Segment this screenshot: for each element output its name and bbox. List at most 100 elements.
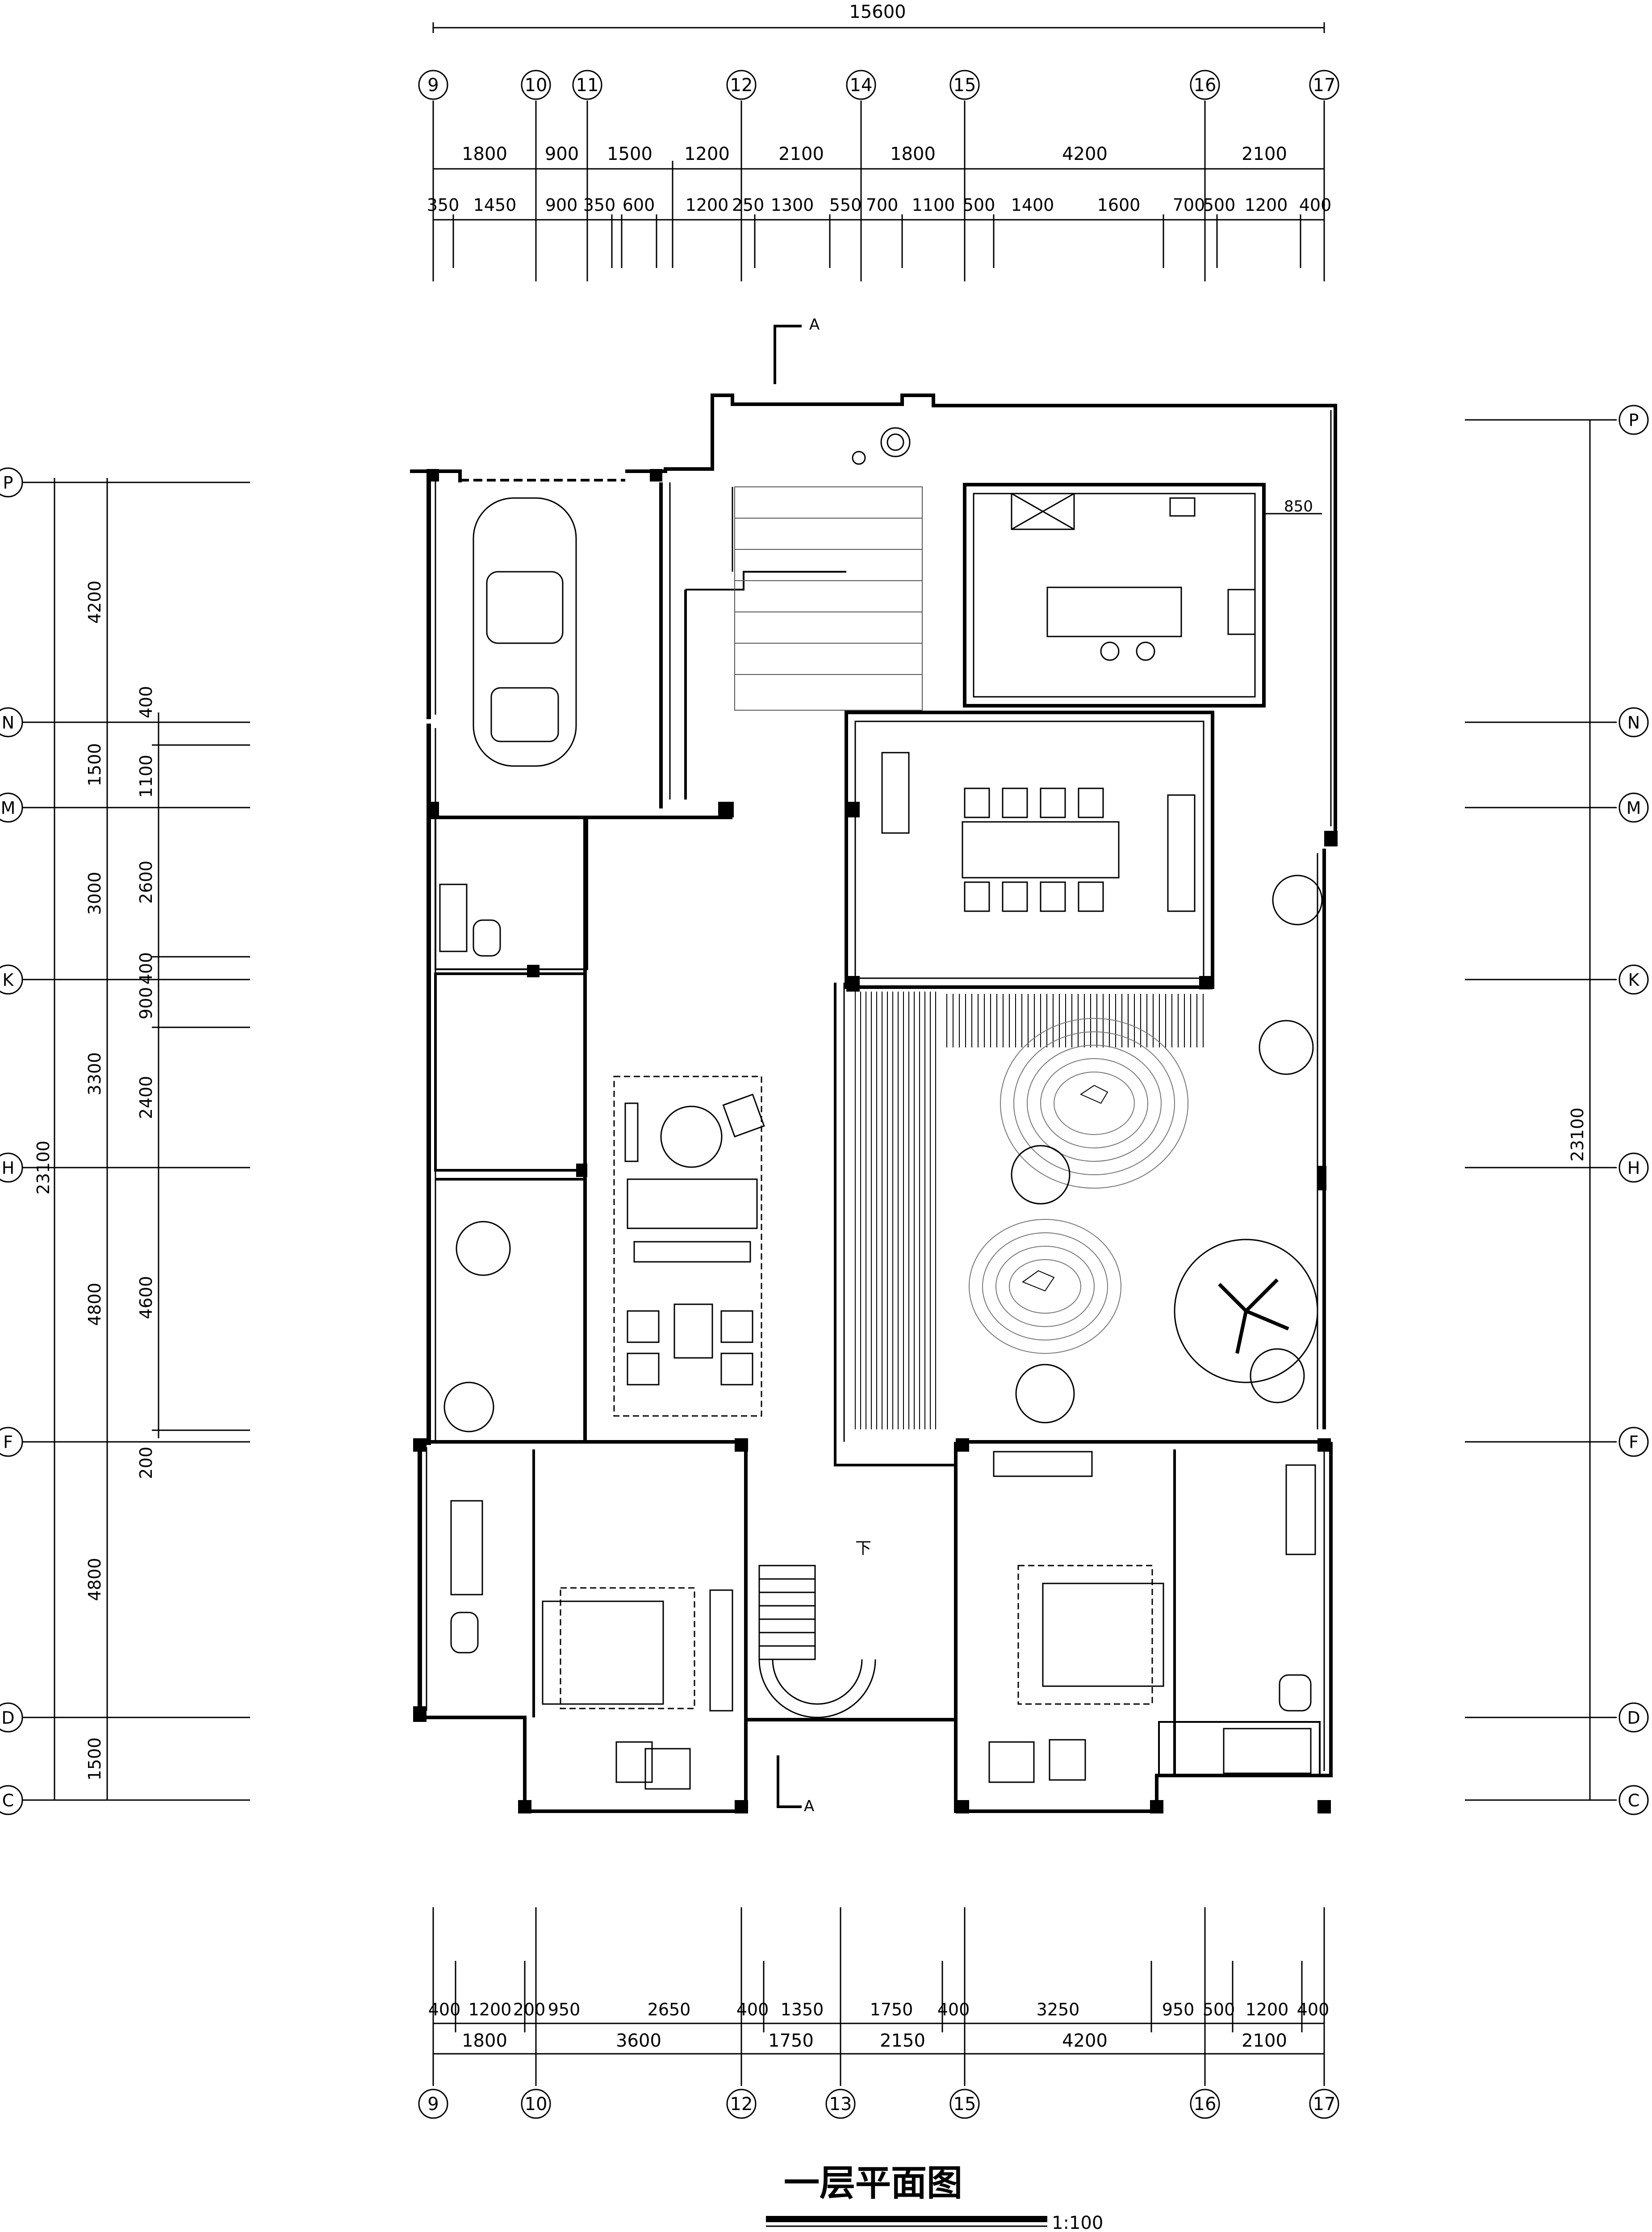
grid-axis-C-right: C: [1628, 1791, 1640, 1810]
drawing-scale: 1:100: [1052, 2213, 1103, 2232]
top-subdim-8: 1300: [771, 195, 814, 215]
bottom-dim-1: 1800: [462, 2031, 507, 2051]
grid-axis-11: 11: [576, 75, 599, 96]
left-inner-dim-7: 4600: [136, 1276, 156, 1319]
grid-axis-17: 17: [1313, 75, 1336, 96]
top-subdim-1: 350: [427, 195, 460, 215]
overall-width-label: 15600: [849, 2, 906, 22]
bottom-subdim-12: 500: [1203, 2000, 1235, 2019]
bottom-subdim-10: 3250: [1037, 2000, 1080, 2019]
grid-axis-15: 15: [954, 75, 976, 96]
left-outer-dim-7: 1500: [85, 1738, 105, 1781]
top-subdim-11: 1100: [912, 195, 955, 215]
bottom-dim-5: 4200: [1062, 2031, 1108, 2051]
grid-axis-N-right: N: [1627, 713, 1640, 733]
bottom-grid-axis-16: 16: [1194, 2094, 1217, 2115]
bottom-dim-6: 2100: [1242, 2031, 1287, 2051]
left-inner-dim-3: 2600: [136, 861, 156, 904]
left-outer-dim-6: 4800: [85, 1558, 105, 1601]
top-subdim-7: 250: [732, 195, 765, 215]
bottom-dimension-chain: 400 1200 200 950 2650 400 1350 1750 400 …: [418, 1907, 1339, 2119]
bottom-grid-axis-15: 15: [954, 2094, 976, 2115]
grid-axis-9: 9: [427, 75, 439, 96]
grid-axis-D-left: D: [1, 1708, 14, 1728]
stair-down-label: 下: [855, 1539, 871, 1558]
left-inner-dim-4: 400: [136, 952, 156, 985]
grid-axis-K-left: K: [3, 970, 14, 990]
top-dim-3: 1500: [607, 144, 652, 164]
car-icon: [473, 497, 577, 767]
grid-axis-M-left: M: [1, 798, 16, 818]
section-label-top: A: [809, 316, 820, 334]
landscape-trees: [443, 875, 1323, 1432]
grid-axis-10: 10: [525, 75, 548, 96]
bottom-subdim-5: 2650: [648, 2000, 691, 2019]
section-marker-bottom: A: [777, 1755, 814, 1815]
bottom-subdim-7: 1350: [781, 2000, 824, 2019]
zen-garden: [969, 1018, 1188, 1354]
bottom-subdim-9: 400: [937, 2000, 970, 2019]
top-dim-7: 4200: [1062, 144, 1108, 164]
top-subdim-15: 700: [1173, 195, 1205, 215]
top-subdim-12: 500: [963, 195, 995, 215]
left-outer-dim-4: 3300: [85, 1052, 105, 1096]
bottom-subdim-1: 400: [428, 2000, 461, 2019]
left-dimension-chain: P N M K H F D C 23100 4200 1500 3000 330…: [0, 467, 250, 1815]
left-inner-dim-5: 900: [136, 987, 156, 1020]
top-subdim-9: 550: [829, 195, 862, 215]
grid-axis-F-left: F: [3, 1432, 13, 1452]
left-outer-dim-5: 4800: [85, 1283, 105, 1326]
top-subdim-2: 1450: [473, 195, 517, 215]
entrance-fixtures: [852, 427, 911, 465]
bottom-subdim-8: 1750: [870, 2000, 913, 2019]
grid-axis-H-right: H: [1627, 1158, 1640, 1178]
top-subdim-16: 500: [1203, 195, 1236, 215]
bottom-dim-4: 2150: [880, 2031, 925, 2051]
left-inner-dim-1: 400: [136, 686, 156, 719]
bottom-grid-axis-9: 9: [427, 2094, 439, 2115]
bottom-grid-axis-13: 13: [829, 2094, 852, 2115]
bedroom-right-furniture: [988, 1451, 1164, 1783]
top-dim-6: 1800: [890, 144, 936, 164]
top-subdim-6: 1200: [686, 195, 729, 215]
left-inner-dim-6: 2400: [136, 1076, 156, 1119]
stair: [758, 1565, 876, 1718]
grid-axis-P-right: P: [1629, 410, 1639, 430]
left-overall-label: 23100: [33, 1141, 53, 1195]
section-marker-top: A: [774, 316, 820, 384]
grid-axis-K-right: K: [1628, 970, 1640, 990]
entry-tile-pattern: [734, 486, 923, 711]
top-subdim-5: 600: [623, 195, 655, 215]
bottom-grid-axis-12: 12: [730, 2094, 753, 2115]
left-inner-dim-8: 200: [136, 1447, 156, 1479]
top-dim-8: 2100: [1242, 144, 1287, 164]
building-walls: [410, 394, 1337, 1813]
top-subdim-3: 900: [545, 195, 578, 215]
left-outer-dim-1: 4200: [85, 581, 105, 624]
section-label-bottom: A: [804, 1797, 814, 1815]
bedroom-left-furniture: [542, 1587, 733, 1790]
top-dim-1: 1800: [462, 144, 507, 164]
top-subdim-13: 1400: [1011, 195, 1054, 215]
top-subdim-14: 1600: [1097, 195, 1141, 215]
grid-axis-N-left: N: [2, 713, 14, 733]
top-dimension-chain: 15600 9 10 11 12 14 15 16 17 1800: [418, 2, 1339, 281]
structural-columns: [413, 469, 1338, 1813]
living-room-furniture: [613, 1076, 765, 1417]
bottom-subdim-14: 400: [1297, 2000, 1330, 2019]
grid-axis-H-left: H: [2, 1158, 15, 1178]
bottom-dim-3: 1750: [768, 2031, 814, 2051]
kitchen-fixtures: [1011, 493, 1256, 661]
grid-axis-F-right: F: [1629, 1432, 1639, 1452]
dining-table: [881, 752, 1196, 912]
top-dim-2: 900: [545, 144, 579, 164]
grid-axis-14: 14: [850, 75, 873, 96]
grid-axis-D-right: D: [1627, 1708, 1640, 1728]
right-overall-label: 23100: [1568, 1108, 1587, 1162]
grid-axis-C-left: C: [2, 1791, 14, 1810]
bottom-subdim-3: 200: [513, 2000, 546, 2019]
top-dim-5: 2100: [778, 144, 824, 164]
grid-axis-16: 16: [1194, 75, 1217, 96]
kitchen-offset-label: 850: [1284, 498, 1313, 515]
